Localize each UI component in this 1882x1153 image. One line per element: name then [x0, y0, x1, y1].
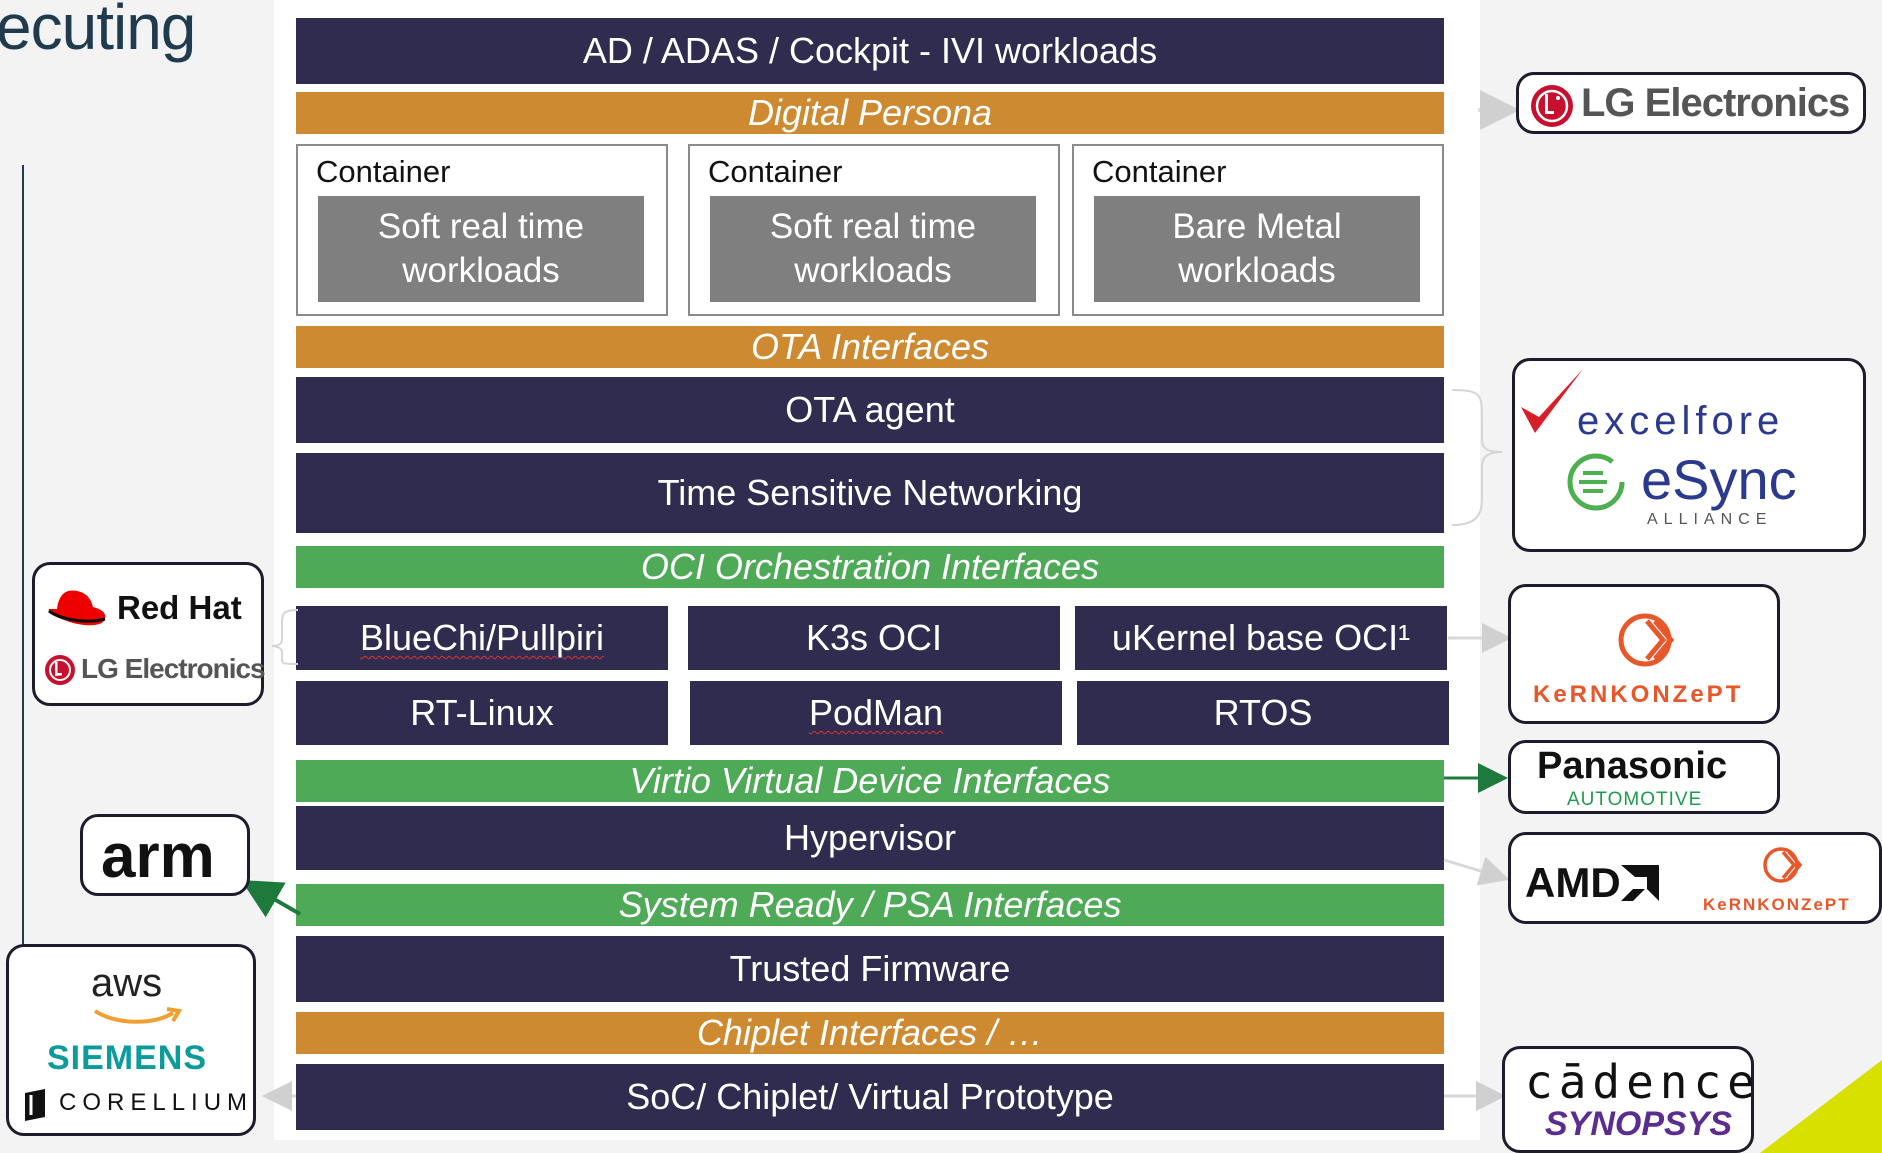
podman-label: PodMan [808, 692, 944, 733]
arrow-amd [1443, 856, 1510, 886]
amd-kernkonzept-logo: AMD KeRNKONZePT [1508, 832, 1882, 924]
container-2: Container Soft real time workloads [688, 144, 1060, 316]
arm-logo: arm [80, 814, 250, 896]
podman-box: PodMan [690, 681, 1062, 745]
panasonic-sub-text: AUTOMOTIVE [1567, 789, 1703, 810]
ota-interfaces-layer: OTA Interfaces [296, 326, 1444, 368]
arrow-arm [241, 880, 301, 918]
arm-text: arm [101, 822, 215, 891]
slide-title-fragment: ecuting [0, 0, 196, 63]
synopsys-text: SYNOPSYS [1545, 1105, 1733, 1143]
amd-arrow-icon [1621, 865, 1659, 901]
aws-text: aws [91, 961, 163, 1005]
tsn-layer: Time Sensitive Networking [296, 453, 1444, 533]
esync-alliance-text: ALLIANCE [1647, 511, 1773, 528]
esync-icon [1567, 453, 1625, 511]
excelfore-check-icon [1521, 369, 1583, 433]
virtio-layer: Virtio Virtual Device Interfaces [296, 760, 1444, 802]
esync-text: eSync [1641, 448, 1797, 511]
kernkonzept-logo: KeRNKONZePT [1508, 584, 1780, 724]
container-label: Container [316, 154, 451, 189]
kernkonzept-small-icon [1763, 847, 1803, 883]
system-ready-layer: System Ready / PSA Interfaces [296, 884, 1444, 926]
corellium-text: CORELLIUM [59, 1089, 254, 1116]
rt-linux-box: RT-Linux [296, 681, 668, 745]
lg-electronics-logo-top: LG Electronics [1516, 72, 1866, 134]
hypervisor-layer: Hypervisor [296, 806, 1444, 870]
architecture-stack: AD / ADAS / Cockpit - IVI workloads Digi… [274, 0, 1480, 1140]
redhat-lg-logo: Red Hat LG Electronics [32, 562, 266, 706]
redhat-text: Red Hat [117, 589, 242, 626]
kernkonzept-text: KeRNKONZePT [1533, 681, 1744, 708]
ota-agent-layer: OTA agent [296, 377, 1444, 443]
rtos-box: RTOS [1077, 681, 1449, 745]
panasonic-text: Panasonic [1537, 745, 1728, 787]
bluechi-box: BlueChi/Pullpiri [296, 606, 668, 670]
excelfore-esync-logo: excelfore eSync ALLIANCE [1512, 358, 1866, 552]
digital-persona-layer: Digital Persona [296, 92, 1444, 134]
aws-siemens-corellium-logo: aws SIEMENS CORELLIUM [6, 944, 256, 1136]
corellium-icon [25, 1089, 45, 1121]
kernkonzept-icon [1618, 613, 1675, 667]
trusted-firmware-layer: Trusted Firmware [296, 936, 1444, 1002]
ukernel-label: uKernel base OCI¹ [1111, 617, 1411, 658]
ukernel-box: uKernel base OCI¹ [1075, 606, 1447, 670]
tsn-brace [1451, 389, 1503, 526]
k3s-box: K3s OCI [688, 606, 1060, 670]
vertical-divider [22, 165, 24, 960]
siemens-text: SIEMENS [47, 1039, 208, 1077]
container-content: Soft real time workloads [318, 196, 644, 302]
chiplet-interfaces-layer: Chiplet Interfaces / … [296, 1012, 1444, 1054]
panasonic-logo: Panasonic AUTOMOTIVE [1508, 740, 1780, 814]
excelfore-text: excelfore [1577, 399, 1785, 443]
lg-text: LG Electronics [1581, 81, 1850, 125]
soc-layer: SoC/ Chiplet/ Virtual Prototype [296, 1064, 1444, 1130]
amd-text: AMD [1525, 859, 1621, 906]
lg-text-left: LG Electronics [81, 653, 266, 684]
oci-interfaces-layer: OCI Orchestration Interfaces [296, 546, 1444, 588]
workloads-layer: AD / ADAS / Cockpit - IVI workloads [296, 18, 1444, 84]
container-label: Container [708, 154, 843, 189]
container-content: Bare Metal workloads [1094, 196, 1420, 302]
container-1: Container Soft real time workloads [296, 144, 668, 316]
container-label: Container [1092, 154, 1227, 189]
bluechi-brace [271, 609, 299, 665]
container-3: Container Bare Metal workloads [1072, 144, 1444, 316]
lg-logo-icon [1531, 85, 1573, 127]
kernkonzept-small-text: KeRNKONZePT [1703, 895, 1851, 914]
corner-accent [1760, 1060, 1882, 1153]
cadence-text: cādence [1525, 1055, 1761, 1109]
lg-logo-icon-left [45, 655, 75, 685]
redhat-icon [48, 590, 106, 626]
cadence-synopsys-logo: cādence SYNOPSYS [1502, 1046, 1755, 1153]
container-content: Soft real time workloads [710, 196, 1036, 302]
bluechi-label: BlueChi/Pullpiri [359, 617, 605, 658]
aws-smile-icon [93, 1007, 183, 1024]
